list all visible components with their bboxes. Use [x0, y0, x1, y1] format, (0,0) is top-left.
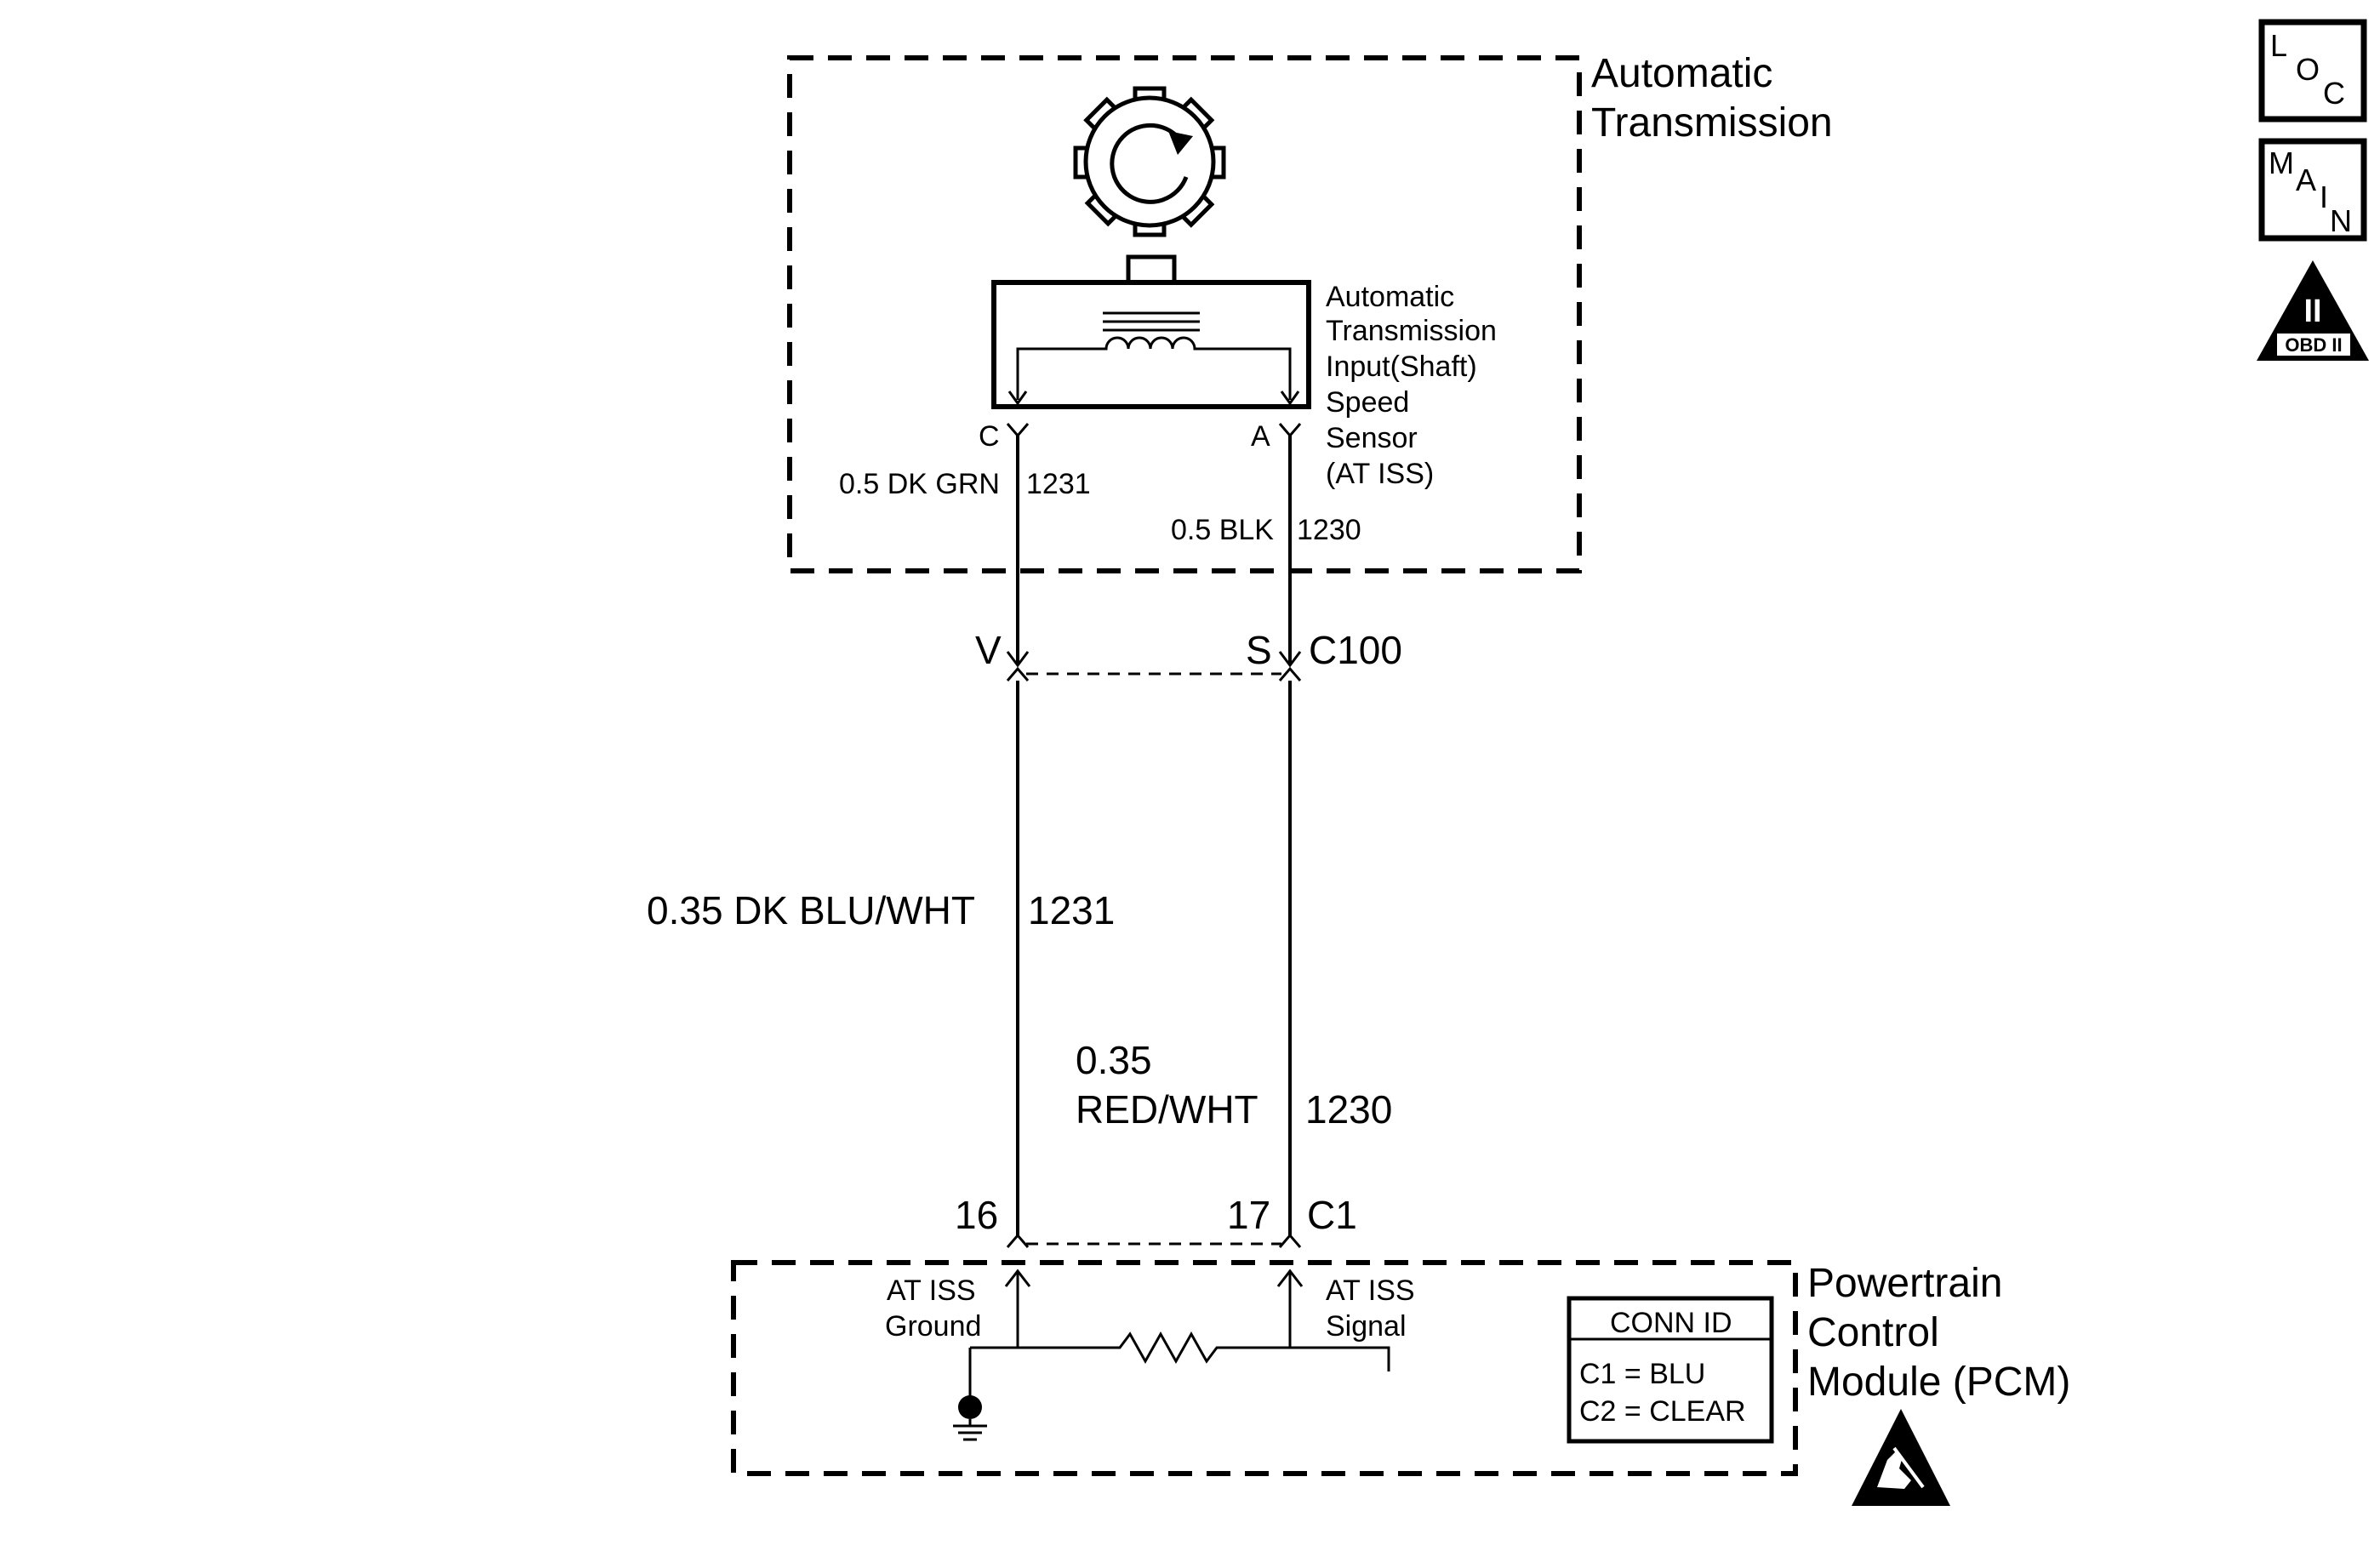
pcm-title-line1: Powertrain: [1807, 1261, 2002, 1306]
svg-text:OBD II: OBD II: [2285, 334, 2342, 356]
conn-id-header: CONN ID: [1610, 1307, 1732, 1339]
connector-c1: 16 17 C1: [955, 1193, 1357, 1248]
svg-text:N: N: [2330, 203, 2352, 238]
svg-text:II: II: [2303, 294, 2321, 329]
signal-label-line2: Signal: [1326, 1310, 1407, 1343]
transmission-title-line2: Transmission: [1591, 100, 1833, 145]
speed-sensor-body: [991, 254, 1311, 409]
wire-a-circuit: 1230: [1297, 514, 1361, 546]
pcm-title-line2: Control: [1807, 1310, 1939, 1355]
svg-text:C1: C1: [1307, 1193, 1357, 1237]
signal-label-line1: AT ISS: [1326, 1274, 1415, 1307]
svg-text:S: S: [1246, 628, 1272, 672]
svg-text:Automatic: Automatic: [1326, 281, 1454, 313]
connector-c100: V S C100: [975, 628, 1402, 681]
wire-c-circuit: 1231: [1026, 468, 1091, 500]
svg-text:I: I: [2320, 180, 2328, 214]
svg-text:16: 16: [955, 1193, 998, 1237]
svg-text:V: V: [975, 628, 1002, 672]
ground-icon: [953, 1395, 987, 1441]
svg-text:Speed: Speed: [1326, 386, 1409, 419]
loc-icon[interactable]: L O C: [2258, 19, 2367, 123]
wire-left-circuit: 1231: [1028, 888, 1115, 932]
obd-ii-icon[interactable]: II OBD II: [2257, 260, 2369, 361]
pcm-internal-circuit: [968, 1269, 1390, 1404]
svg-text:Transmission: Transmission: [1326, 315, 1497, 347]
sensor-pin-c: C: [979, 420, 1030, 453]
conn-id-row-1: C1 = BLU: [1579, 1358, 1705, 1390]
ground-label-line1: AT ISS: [887, 1274, 976, 1307]
svg-text:C100: C100: [1309, 628, 1402, 672]
svg-text:C: C: [2323, 76, 2345, 111]
svg-text:Sensor: Sensor: [1326, 422, 1418, 454]
pcm-title-line3: Module (PCM): [1807, 1360, 2070, 1405]
sensor-label: Automatic Transmission Input(Shaft) Spee…: [1326, 281, 1497, 490]
reluctor-wheel-icon: [1073, 86, 1226, 237]
wire-a-label: 0.5 BLK: [1171, 514, 1274, 546]
wire-c-label: 0.5 DK GRN: [839, 468, 1000, 500]
svg-text:M: M: [2269, 145, 2294, 180]
svg-text:17: 17: [1227, 1193, 1270, 1237]
svg-text:(AT ISS): (AT ISS): [1326, 458, 1434, 490]
ground-label-line2: Ground: [885, 1310, 981, 1343]
sensor-pin-a: A: [1251, 420, 1302, 453]
wire-right-label-line2: RED/WHT: [1076, 1087, 1258, 1132]
wire-left-label: 0.35 DK BLU/WHT: [647, 888, 975, 932]
svg-text:L: L: [2270, 28, 2287, 63]
main-icon[interactable]: M A I N: [2258, 138, 2367, 242]
svg-text:C: C: [979, 420, 1000, 453]
svg-text:A: A: [1251, 420, 1270, 453]
svg-text:A: A: [2296, 163, 2316, 197]
svg-text:Input(Shaft): Input(Shaft): [1326, 351, 1477, 383]
transmission-enclosure: [787, 55, 1582, 573]
svg-text:O: O: [2296, 52, 2320, 87]
conn-id-table: CONN ID C1 = BLU C2 = CLEAR: [1567, 1296, 1774, 1444]
conn-id-row-2: C2 = CLEAR: [1579, 1395, 1746, 1428]
wire-right-circuit: 1230: [1305, 1087, 1392, 1132]
transmission-title-line1: Automatic: [1591, 51, 1772, 96]
esd-warning-icon: [1852, 1409, 1950, 1506]
pcm-enclosure: [731, 1260, 1798, 1476]
wire-right-label-line1: 0.35: [1076, 1038, 1152, 1082]
